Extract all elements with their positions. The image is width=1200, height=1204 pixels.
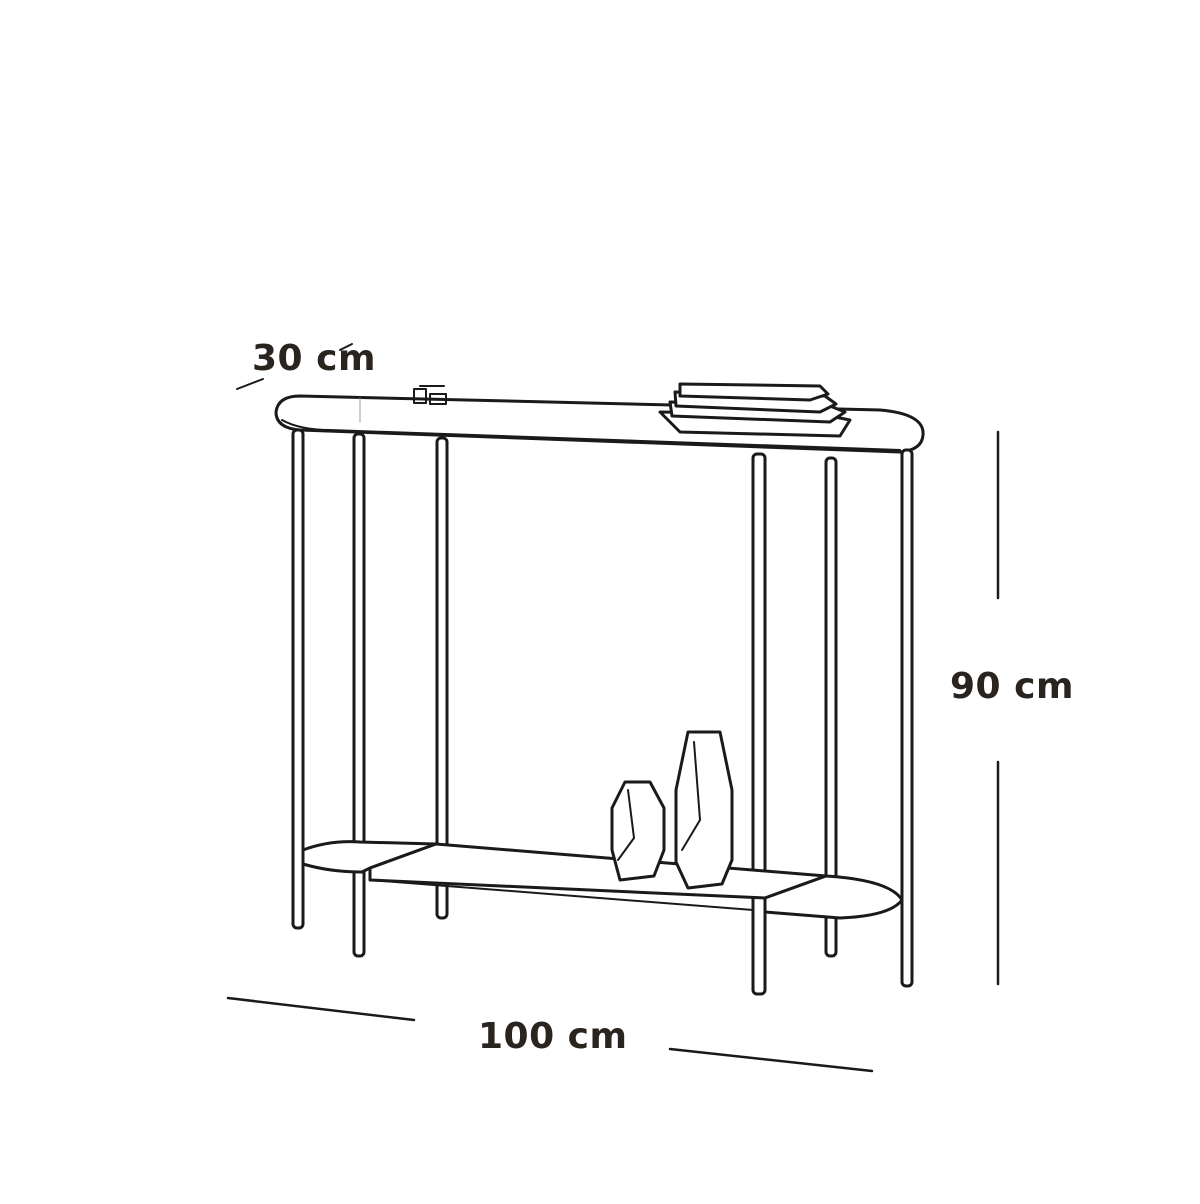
stacked-books (658, 382, 852, 438)
tall-geometric-vase (674, 730, 734, 890)
width-dimension-line (226, 996, 874, 1073)
ornament-icon (413, 385, 447, 405)
small-geometric-vase (610, 780, 666, 882)
width-dimension-label: 100 cm (478, 1016, 628, 1057)
table-legs (291, 428, 914, 996)
height-dimension-label: 90 cm (950, 666, 1074, 707)
depth-dimension-line (236, 343, 353, 390)
lower-shelf (301, 840, 904, 920)
depth-dimension-label: 30 cm (252, 338, 376, 379)
